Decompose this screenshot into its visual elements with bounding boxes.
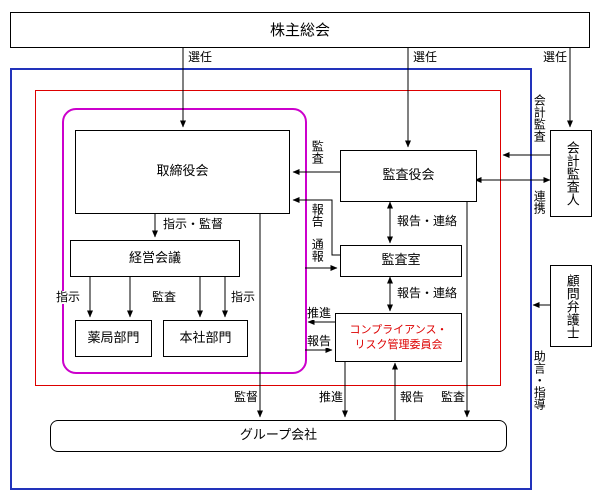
company-frame-red [35,90,501,386]
label-kansa-depts: 監査 [152,290,177,305]
management-meeting-label: 経営会議 [128,250,181,266]
label-kantoku-group: 監督 [234,390,259,405]
accounting-auditor-box: 会計監査人 [550,130,592,217]
headoffice-division-box: 本社部門 [163,320,248,357]
label-jogen-shido: 助言・指導 [532,350,547,410]
headoffice-division-label: 本社部門 [179,330,232,346]
label-houkoku-group: 報告 [400,390,425,405]
legal-advisor-label: 顧問弁護士 [563,273,579,339]
compliance-committee-line2: リスク管理委員会 [354,337,443,351]
board-of-directors-label: 取締役会 [156,164,209,180]
label-renkei: 連携 [532,190,547,214]
audit-office-label: 監査室 [381,253,421,269]
pharmacy-division-box: 薬局部門 [75,320,152,357]
label-houkoku-to-board: 報告 [310,203,325,227]
audit-board-box: 監査役会 [340,150,477,202]
shareholders-meeting-box: 株主総会 [10,12,590,48]
board-of-directors-box: 取締役会 [75,130,290,214]
group-companies-label: グループ会社 [239,428,318,444]
management-meeting-box: 経営会議 [70,240,240,277]
group-companies-box: グループ会社 [50,420,507,452]
label-houkoku-renraku-1: 報告・連絡 [397,214,458,229]
label-sennin-accauditor: 選任 [543,50,568,65]
label-kansa-group: 監査 [441,390,466,405]
label-suishin-group: 推進 [319,390,344,405]
company-frame-blue [10,68,532,490]
label-shiji-kantoku: 指示・監督 [163,217,224,232]
label-kansa-to-board: 監査 [310,140,325,164]
label-tsuho: 通報 [310,238,325,262]
audit-office-box: 監査室 [340,245,462,277]
compliance-committee-box: コンプライアンス・ リスク管理委員会 [335,313,462,362]
accounting-auditor-label: 会計監査人 [563,141,579,206]
label-sennin-auditboard: 選任 [413,50,438,65]
compliance-committee-line1: コンプライアンス・ [349,322,448,336]
label-sennin-board: 選任 [188,50,213,65]
audit-board-label: 監査役会 [382,168,435,184]
label-houkoku-renraku-2: 報告・連絡 [397,286,458,301]
label-houkoku-committee: 報告 [307,334,332,349]
shareholders-meeting-label: 株主総会 [269,20,330,39]
label-shiji-left: 指示 [56,290,81,305]
label-shiji-right: 指示 [231,290,256,305]
pharmacy-division-label: 薬局部門 [87,330,140,346]
label-kaikei-kansa: 会計監査 [532,94,547,142]
legal-advisor-box: 顧問弁護士 [550,265,592,347]
label-suishin-depts: 推進 [307,306,332,321]
